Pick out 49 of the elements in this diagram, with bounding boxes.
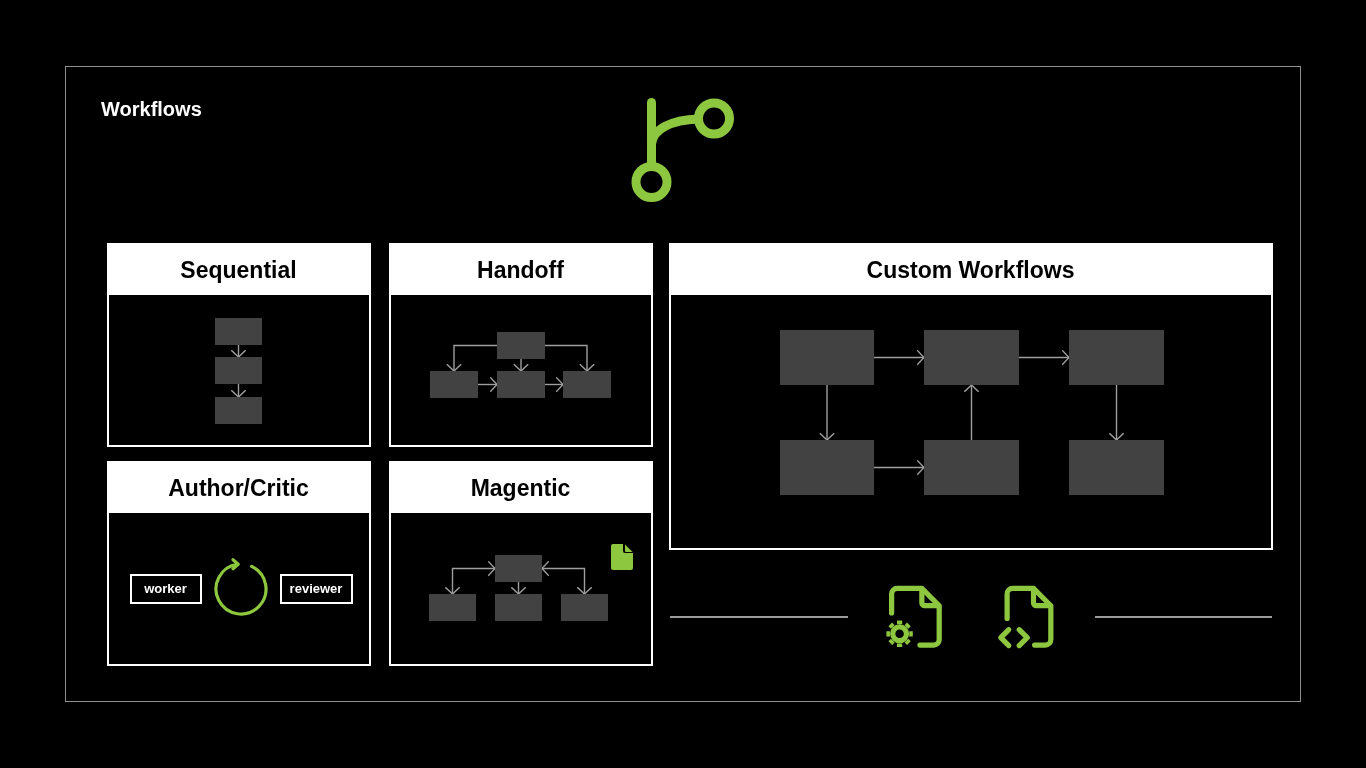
pattern-card — [106, 242, 371, 447]
step-box — [496, 370, 545, 398]
arrow — [230, 383, 247, 398]
step-box — [494, 554, 542, 582]
arrow — [873, 459, 925, 476]
arrow — [963, 384, 980, 441]
step-box — [214, 317, 262, 345]
step-box — [428, 593, 476, 621]
pattern-card — [668, 242, 1273, 550]
agent-box — [279, 573, 353, 604]
arrow — [446, 344, 498, 372]
step-box — [429, 370, 478, 398]
step-box — [923, 329, 1019, 385]
frame-title: Workflows — [101, 97, 202, 121]
arrow — [230, 344, 247, 358]
arrow — [1018, 349, 1070, 366]
arrow — [477, 376, 498, 393]
step-box — [779, 329, 874, 385]
arrow — [873, 349, 925, 366]
arrow — [544, 376, 564, 393]
arrow — [513, 358, 529, 372]
pattern-card — [106, 460, 371, 666]
step-box — [1068, 439, 1164, 495]
arrow — [819, 384, 835, 441]
agent-label: worker — [144, 580, 187, 597]
card-title: Handoff — [477, 255, 564, 284]
step-box — [214, 396, 262, 424]
pattern-card — [388, 460, 653, 666]
step-box — [562, 370, 611, 398]
arrow — [541, 560, 593, 595]
card-title: Author/Critic — [168, 473, 309, 502]
step-box — [214, 356, 262, 384]
step-box — [560, 593, 608, 621]
arrow — [510, 581, 527, 595]
card-title: Magentic — [470, 473, 571, 502]
card-title: Sequential — [180, 255, 297, 284]
step-box — [1068, 329, 1164, 385]
step-box — [494, 593, 542, 621]
agent-box — [129, 573, 202, 604]
arrow — [544, 344, 595, 372]
step-box — [496, 331, 545, 359]
pattern-card — [388, 242, 653, 447]
arrow — [1108, 384, 1125, 441]
outer-frame — [65, 66, 1301, 702]
step-box — [923, 439, 1019, 495]
card-title: Custom Workflows — [866, 255, 1075, 284]
arrow — [444, 560, 496, 595]
agent-label: reviewer — [289, 580, 343, 597]
step-box — [779, 439, 874, 495]
